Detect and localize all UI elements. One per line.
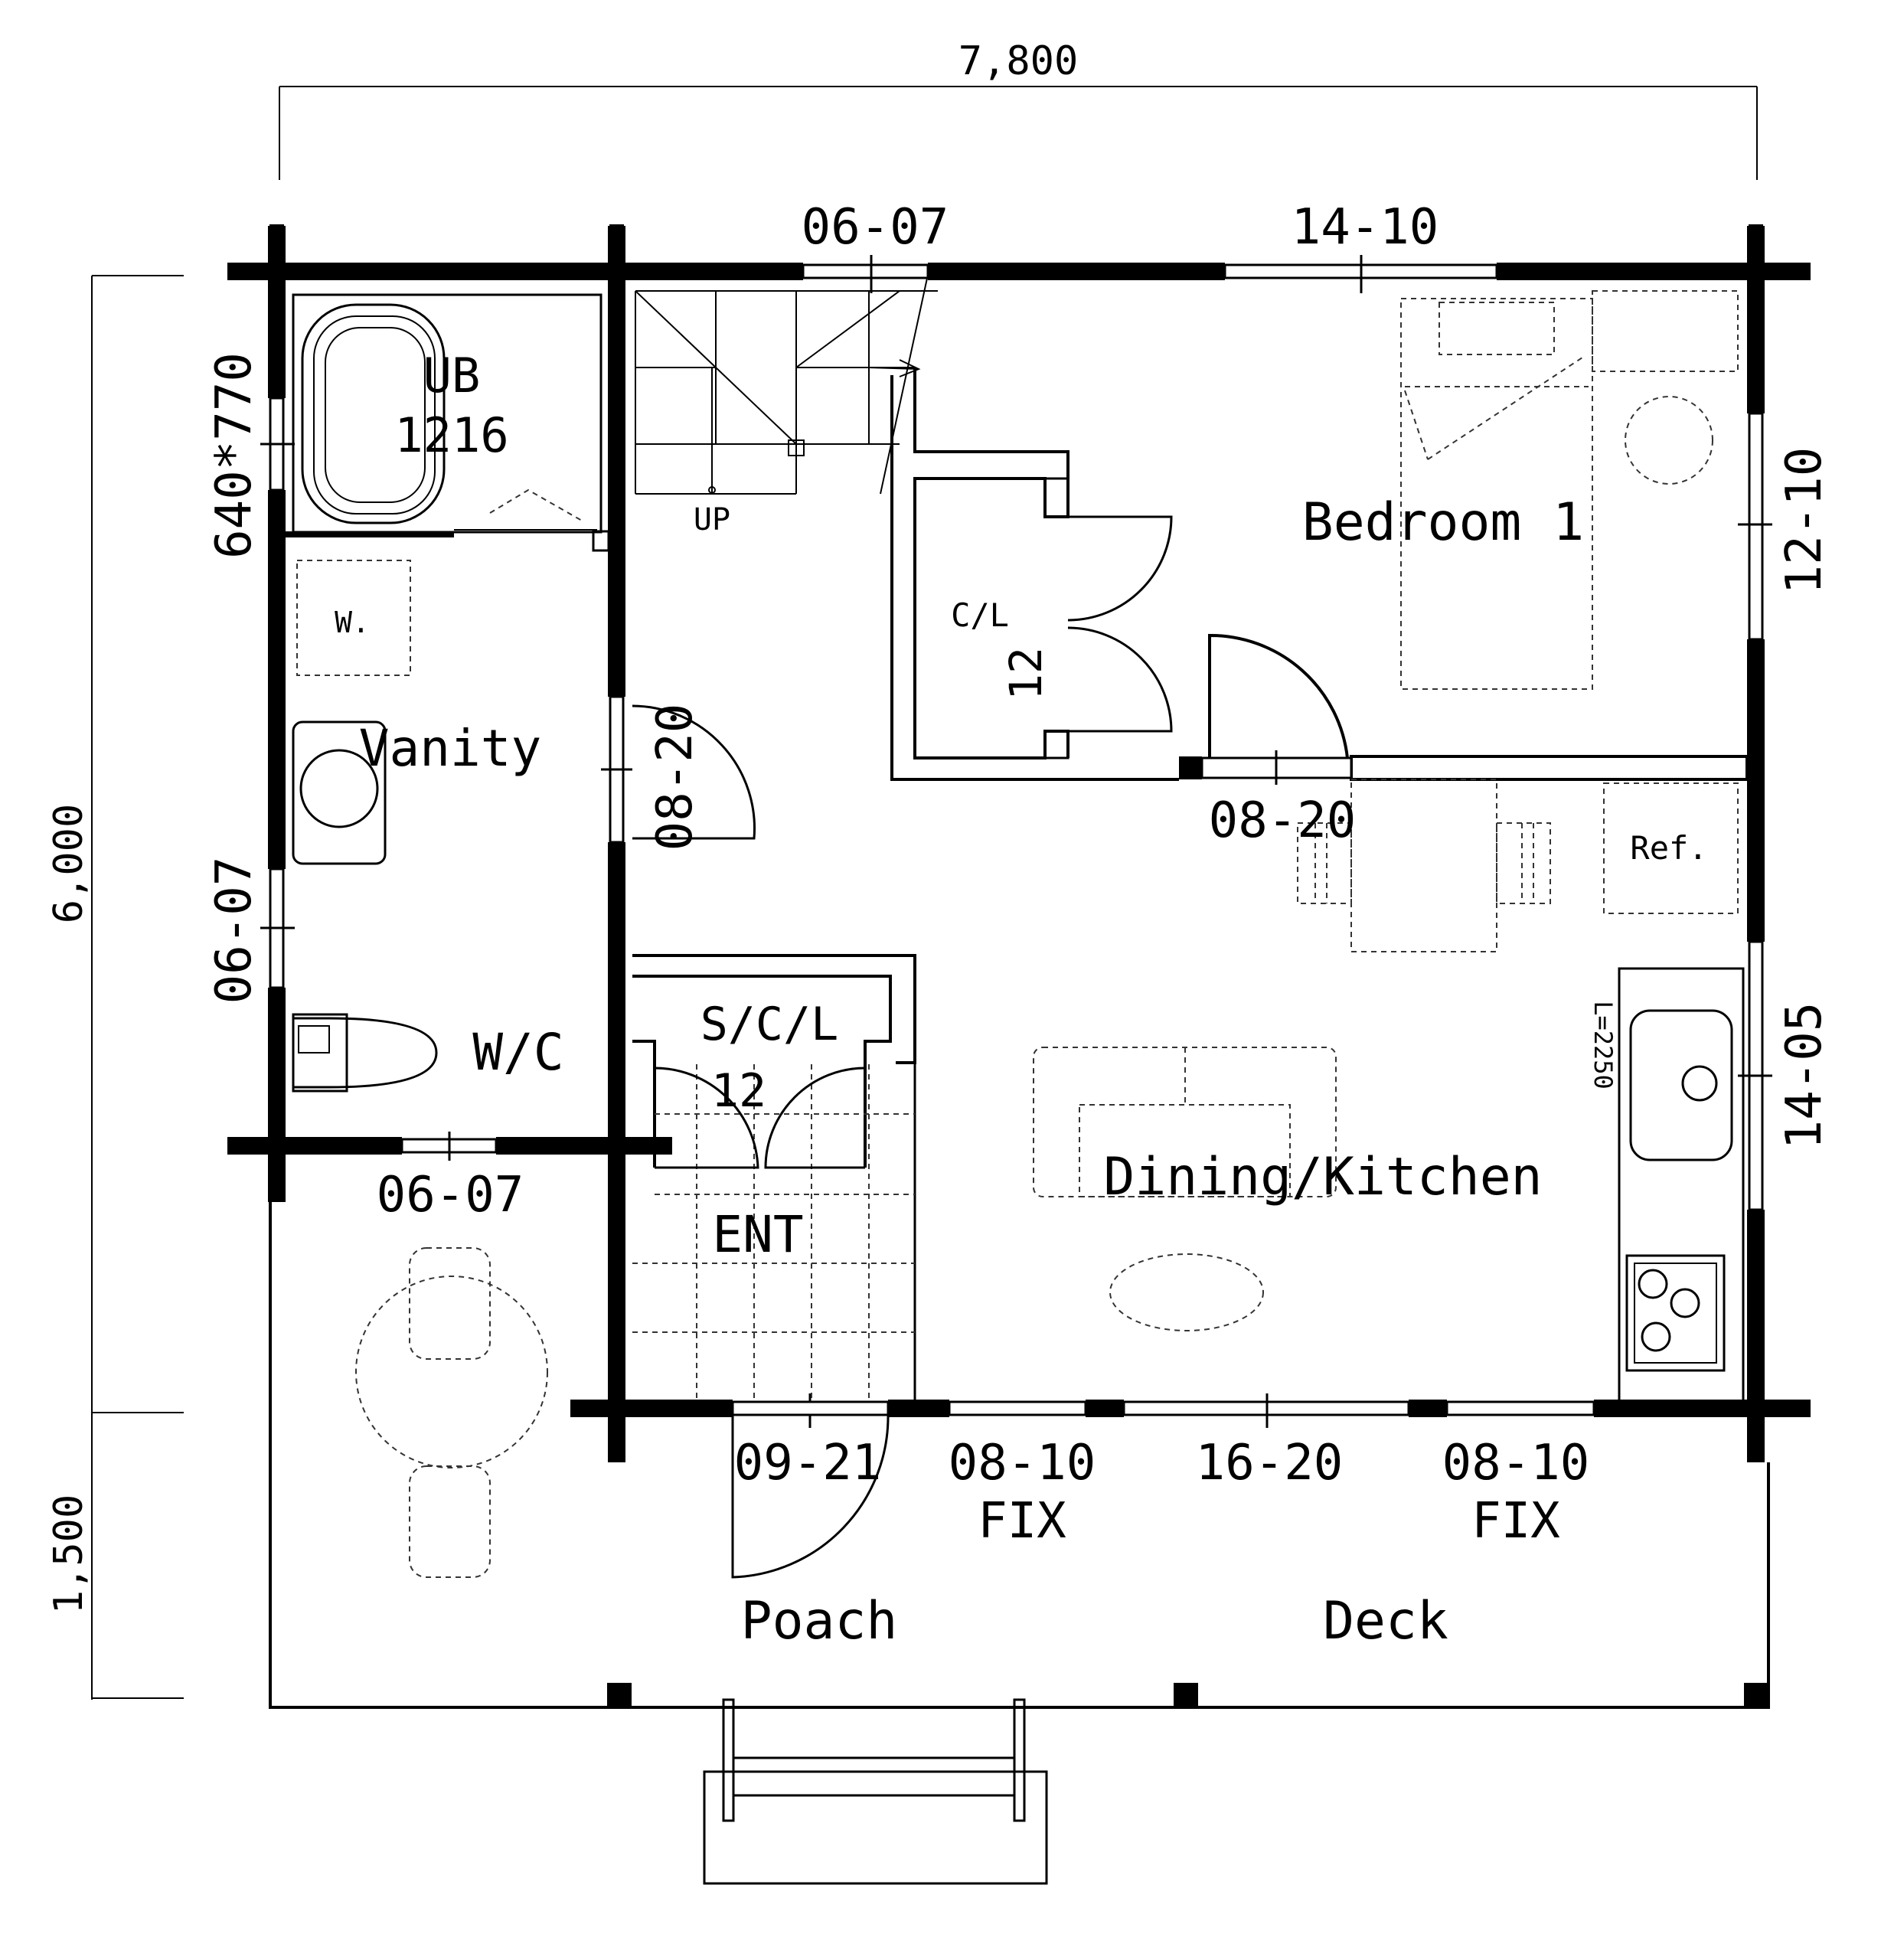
- shoe-closet-doors: [654, 1067, 866, 1169]
- fridge-label: Ref.: [1630, 829, 1707, 867]
- closet-walls: [890, 368, 1179, 781]
- closet-label: C/L: [951, 596, 1009, 634]
- window-label-bath: 640*770: [206, 352, 263, 559]
- stair: [635, 263, 938, 495]
- window-label-bedroom: 12-10: [1776, 447, 1833, 595]
- entry-steps: [703, 1698, 1048, 1885]
- window-label-center: 16-20: [1196, 1435, 1344, 1491]
- window-label-wc: 06-07: [377, 1167, 524, 1223]
- log-corners: [269, 224, 1763, 1462]
- deck-outline: [269, 1187, 1770, 1709]
- unit-bath: [286, 293, 610, 552]
- shoe-closet-size-label: 12: [711, 1064, 766, 1118]
- entrance-tiles: [632, 1064, 915, 1400]
- window-label-top-right: 14-10: [1292, 199, 1439, 256]
- window-note-fix-right: FIX: [1471, 1493, 1560, 1550]
- bedroom-door: [1208, 633, 1349, 759]
- closet-doors: [1067, 515, 1173, 733]
- door-label-bedroom: 08-20: [1209, 792, 1357, 849]
- bed: [1400, 298, 1593, 690]
- bedroom-desk: [1592, 290, 1739, 485]
- shoe-closet-walls: [632, 954, 916, 1400]
- porch-label: Poach: [741, 1591, 898, 1651]
- hall-door: [632, 704, 756, 840]
- entrance-label: ENT: [712, 1205, 803, 1264]
- window-label-fix-right: 08-10: [1442, 1435, 1590, 1491]
- dining-table: [1297, 779, 1551, 952]
- dim-depth-deck-label: 1,500: [46, 1494, 92, 1615]
- window-note-fix-left: FIX: [978, 1493, 1066, 1550]
- entry-door: [731, 1400, 890, 1579]
- dim-width-label: 7,800: [958, 38, 1079, 84]
- stair-up-label: UP: [694, 502, 730, 537]
- porch-table-set: [355, 1247, 548, 1578]
- vanity-label: Vanity: [359, 719, 541, 778]
- window-label-fix-left: 08-10: [949, 1435, 1096, 1491]
- washer-space: [296, 560, 411, 676]
- window-label-left: 06-07: [206, 857, 263, 1004]
- deck-label: Deck: [1323, 1591, 1448, 1651]
- closet-size-label: 12: [1000, 647, 1052, 701]
- vanity-sink: [292, 720, 387, 865]
- bedroom-label: Bedroom 1: [1302, 492, 1584, 553]
- counter-length-label: L=2250: [1589, 1001, 1618, 1089]
- washer-label: W.: [335, 606, 370, 639]
- ub-label: UB: [423, 348, 481, 403]
- windows: [260, 255, 1772, 1428]
- window-label-kitchen: 14-05: [1776, 1002, 1833, 1150]
- kitchen-counter: [1618, 967, 1745, 1403]
- door-label-entry: 09-21: [734, 1435, 882, 1491]
- coffee-table: [1109, 1253, 1264, 1331]
- sofa: [1033, 1047, 1337, 1197]
- dimension-lines: [91, 86, 1758, 1700]
- fridge-space: [1603, 782, 1739, 914]
- ub-size-label: 1216: [394, 407, 508, 463]
- shoe-closet-label: S/C/L: [700, 998, 839, 1051]
- door-label-hall: 08-20: [647, 704, 704, 851]
- dim-depth-main-label: 6,000: [46, 804, 92, 924]
- dining-kitchen-label: Dining/Kitchen: [1103, 1147, 1542, 1207]
- window-label-top-left: 06-07: [802, 199, 949, 256]
- toilet: [292, 1013, 438, 1093]
- wc-label: W/C: [472, 1023, 563, 1082]
